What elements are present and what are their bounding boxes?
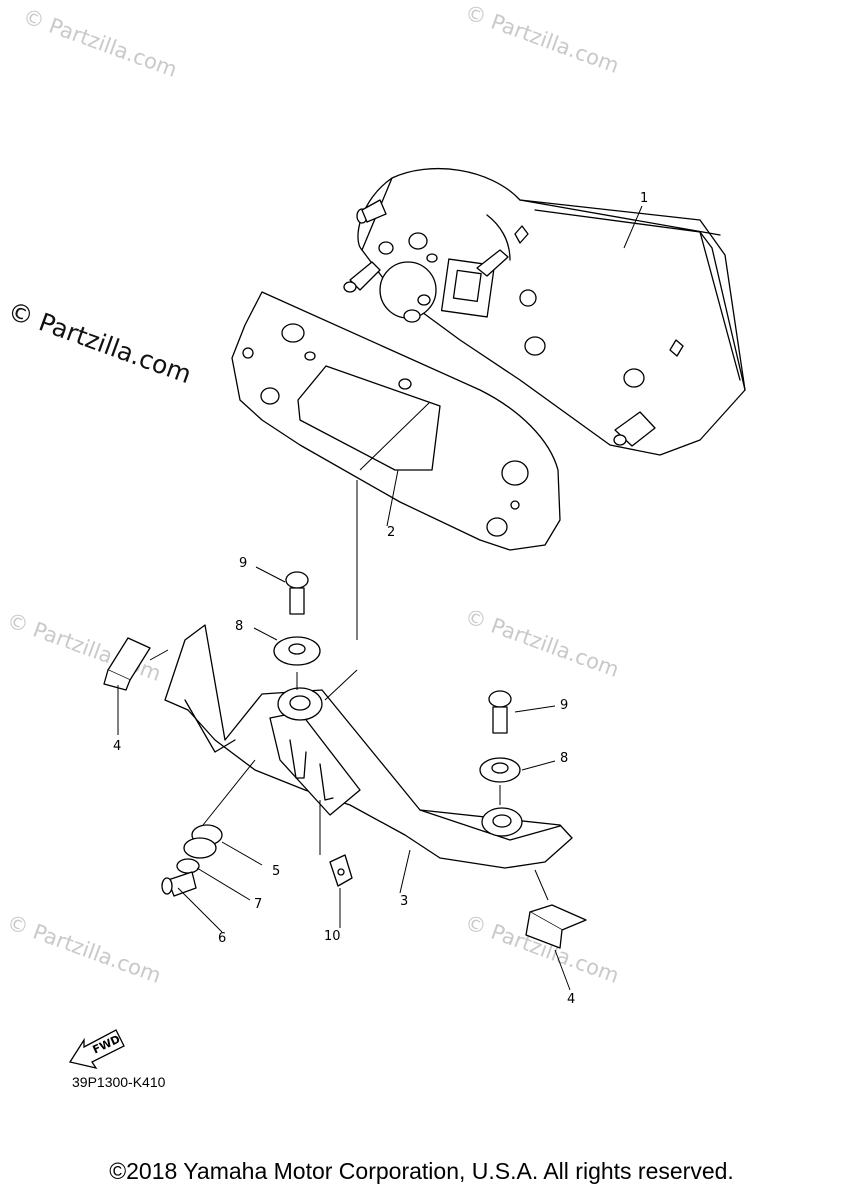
callout-6: 6	[218, 931, 227, 946]
callout-7: 7	[254, 897, 263, 912]
part-code: 39P1300-K410	[72, 1074, 166, 1090]
callout-9a: 9	[239, 556, 248, 571]
callout-4a: 4	[113, 739, 122, 754]
meter-bracket	[165, 625, 572, 868]
callout-8a: 8	[235, 619, 244, 634]
callout-1: 1	[640, 191, 649, 206]
grommet	[104, 638, 586, 948]
callout-3: 3	[400, 894, 409, 909]
fwd-arrow-icon	[70, 1030, 124, 1068]
callout-5: 5	[272, 864, 281, 879]
callout-2: 2	[387, 525, 396, 540]
leader-lines	[118, 206, 642, 990]
callout-10: 10	[324, 929, 341, 944]
damper-plate	[232, 292, 560, 550]
callout-8b: 8	[560, 751, 569, 766]
callout-4b: 4	[567, 992, 576, 1007]
callout-9b: 9	[560, 698, 569, 713]
collar-bolt-group	[274, 572, 520, 782]
meter-assembly	[344, 169, 745, 455]
copyright-footer: ©2018 Yamaha Motor Corporation, U.S.A. A…	[109, 1158, 734, 1184]
damper-screw-group	[162, 825, 222, 896]
clip-nut	[330, 855, 352, 886]
